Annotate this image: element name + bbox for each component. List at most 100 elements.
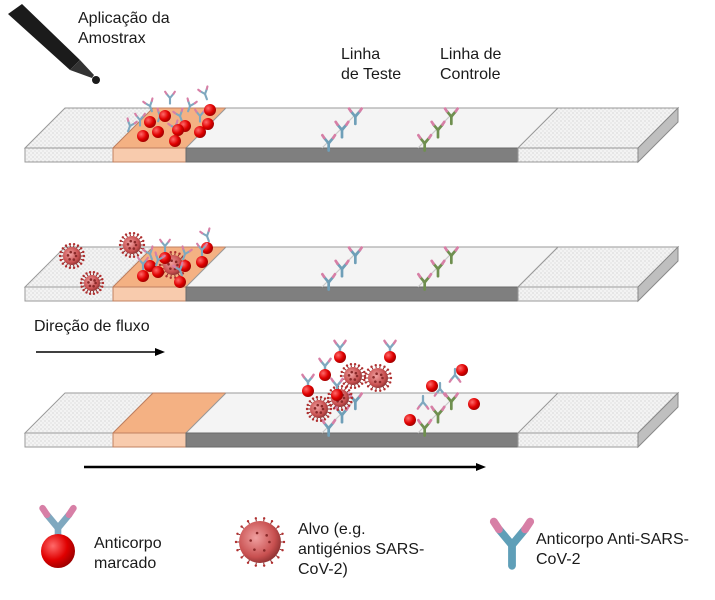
antibody-icon [321, 418, 337, 437]
marker-particle [302, 385, 314, 397]
labeled-antibody-icon [383, 339, 397, 363]
antibody-icon [443, 246, 459, 265]
conjugate-pad-front [112, 147, 187, 163]
marker-particle [159, 110, 171, 122]
membrane-top [184, 246, 560, 288]
marker-particle [201, 242, 213, 254]
strip-side [637, 245, 679, 303]
drop [92, 76, 100, 84]
absorbent-pad-front [517, 432, 639, 448]
antibody-icon [433, 381, 447, 397]
antibody-icon [321, 272, 337, 291]
antibody-icon [448, 367, 462, 383]
sample-pad-front [24, 147, 114, 163]
antibody-icon [417, 272, 433, 291]
antibody-icon [347, 107, 363, 126]
antibody-icon [430, 405, 446, 424]
antibody-icon [430, 120, 446, 139]
marker-particle [404, 414, 416, 426]
virus-icon [363, 363, 393, 393]
control-line-antibodies [417, 392, 459, 437]
membrane-front [185, 432, 519, 448]
labeled-antibody-icon [301, 373, 315, 397]
antibody-icon [172, 107, 184, 123]
marker-particle [144, 116, 156, 128]
labeled-antibody-icon [318, 357, 332, 381]
strip-side [637, 106, 679, 164]
antibody-icon [197, 85, 209, 101]
marker-particle [426, 380, 438, 392]
antibody-icon [443, 392, 459, 411]
antibody-icon [347, 246, 363, 265]
flow-arrow-small [36, 348, 165, 356]
antibody-icon [417, 418, 433, 437]
marker-particle [194, 126, 206, 138]
marker-particle [137, 270, 149, 282]
absorbent-pad-front [517, 286, 639, 302]
labeled-antibody-icon [330, 377, 344, 401]
marker-particle [152, 266, 164, 278]
membrane-front [185, 147, 519, 163]
virus-icon [79, 270, 105, 296]
antibody-icon [154, 251, 166, 267]
membrane-front [185, 286, 519, 302]
virus-icon [339, 362, 367, 390]
marker-particle [174, 276, 186, 288]
antibody-icon [334, 120, 350, 139]
marker-particle [456, 364, 468, 376]
antibody-icon [321, 133, 337, 152]
antibody-icon [199, 227, 211, 243]
antibody-icon [430, 259, 446, 278]
test-strip [23, 106, 680, 164]
conjugate-pad-front [112, 432, 187, 448]
marker-particle [334, 351, 346, 363]
test-line-label: Linha de Teste [341, 46, 402, 83]
dropper-body [8, 4, 80, 70]
antibody-icon [159, 238, 171, 253]
legend-labeled-antibody-icon [39, 504, 77, 568]
flow-direction-label: Direção de fluxo [34, 318, 150, 335]
antibody-icon [172, 261, 184, 277]
test-line-antibodies [321, 107, 363, 152]
antibody-icon [334, 259, 350, 278]
marker-particle [331, 389, 343, 401]
antibody-icon [181, 245, 193, 261]
absorbent-pad-front [517, 147, 639, 163]
strip-side [637, 391, 679, 449]
flow-arrows [36, 348, 486, 471]
dropper-tip [70, 60, 94, 78]
sample-pad-front [24, 432, 114, 448]
marker-particle [172, 124, 184, 136]
marker-particle [319, 369, 331, 381]
control-line-antibodies [417, 107, 459, 152]
flow-arrow-large [84, 463, 486, 471]
legend-labeled-antibody-label: Anticorpo marcado [94, 535, 162, 572]
marker-particle [137, 130, 149, 142]
antibody-icon [416, 394, 430, 410]
legend-anti-antibody-icon [489, 517, 535, 570]
sample-application-label: Aplicação da Amostrax [78, 10, 170, 47]
marker-particle [468, 398, 480, 410]
membrane-top [184, 107, 560, 149]
marker-particle [196, 256, 208, 268]
marker-particle [204, 104, 216, 116]
legend-target-label: Alvo (e.g. antigénios SARS- CoV-2) [298, 521, 425, 578]
antibody-icon [196, 242, 208, 257]
antibody-icon [417, 133, 433, 152]
legend-icons [39, 504, 535, 570]
virus-icon [234, 517, 286, 567]
marker-particle [202, 118, 214, 130]
antibody-icon [186, 97, 198, 113]
test-strip [23, 245, 680, 303]
antibody-icon [164, 90, 176, 105]
labeled-antibody-icon [333, 339, 347, 363]
marker-particle [169, 135, 181, 147]
antibody-icon [126, 117, 138, 133]
antibody-icon [142, 245, 154, 261]
particles-layer [58, 85, 480, 437]
membrane-top [184, 392, 560, 434]
marker-particle [41, 534, 75, 568]
antibody-icon [134, 112, 146, 127]
control-line-antibodies [417, 246, 459, 291]
